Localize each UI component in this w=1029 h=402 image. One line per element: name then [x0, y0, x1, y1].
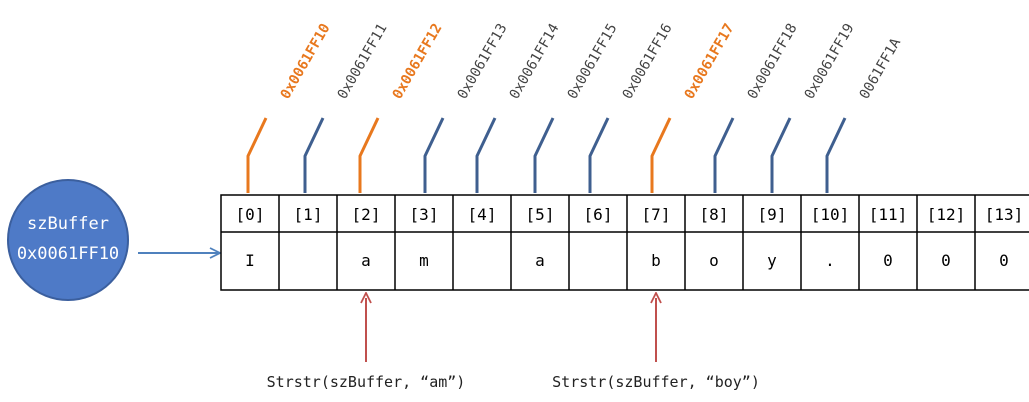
buffer-circle — [7, 179, 129, 301]
array-index: [3] — [410, 205, 439, 224]
address-label: 0x0061FF12 — [390, 21, 446, 102]
array-value: 0 — [883, 251, 893, 270]
array-index: [8] — [700, 205, 729, 224]
strstr-calls: Strstr(szBuffer, “am”) Strstr(szBuffer, “… — [267, 298, 760, 391]
address-pointer-line — [588, 117, 610, 193]
array-value: y — [767, 251, 777, 270]
address-pointer-line — [825, 117, 847, 193]
array-index: [5] — [526, 205, 555, 224]
address-pointer-line — [713, 117, 735, 193]
strstr-call-label: Strstr(szBuffer, “boy”) — [552, 373, 760, 391]
address-pointer-line — [303, 117, 325, 193]
array-index: [7] — [642, 205, 671, 224]
array-border — [220, 194, 1029, 291]
array-value: o — [709, 251, 719, 270]
address-label: 0061FF1A — [857, 35, 905, 102]
array-value: 0 — [941, 251, 951, 270]
array-value: a — [361, 251, 371, 270]
address-pointer-line — [475, 117, 497, 193]
array-index: [9] — [758, 205, 787, 224]
address-label: 0x0061FF17 — [682, 21, 738, 102]
address-pointer-line — [246, 117, 268, 193]
buffer-name: szBuffer — [27, 214, 109, 234]
address-pointer-line — [423, 117, 445, 193]
address-label: 0x0061FF16 — [620, 21, 676, 102]
array-index: [11] — [869, 205, 908, 224]
array-index: [2] — [352, 205, 381, 224]
array-value: b — [651, 251, 661, 270]
address-label: 0x0061FF18 — [745, 21, 801, 102]
address-label: 0x0061FF19 — [802, 21, 858, 102]
char-array: [0] I [1] [2] a [3] m [4] [5] a [6] [7] b [8] o [9] y [10… — [220, 194, 1029, 291]
address-pointer-line — [533, 117, 555, 193]
array-index: [1] — [294, 205, 323, 224]
buffer-node: szBuffer 0x0061FF10 — [7, 179, 129, 301]
array-value: . — [825, 251, 835, 270]
address-label: 0x0061FF11 — [335, 21, 391, 102]
array-index: [10] — [811, 205, 850, 224]
array-value: m — [419, 251, 429, 270]
address-pointer-line — [650, 117, 672, 193]
address-label: 0x0061FF15 — [565, 21, 621, 102]
address-label: 0x0061FF10 — [278, 21, 334, 102]
strstr-call-label: Strstr(szBuffer, “am”) — [267, 373, 466, 391]
address-label: 0x0061FF13 — [455, 21, 511, 102]
array-index: [4] — [468, 205, 497, 224]
array-index: [13] — [985, 205, 1024, 224]
address-pointer-line — [358, 117, 380, 193]
array-index: [6] — [584, 205, 613, 224]
address-pointer-line — [770, 117, 792, 193]
array-value: I — [245, 251, 255, 270]
array-value: a — [535, 251, 545, 270]
array-value: 0 — [999, 251, 1009, 270]
buffer-address: 0x0061FF10 — [17, 244, 119, 264]
address-label: 0x0061FF14 — [507, 21, 563, 102]
array-index: [0] — [236, 205, 265, 224]
array-index: [12] — [927, 205, 966, 224]
